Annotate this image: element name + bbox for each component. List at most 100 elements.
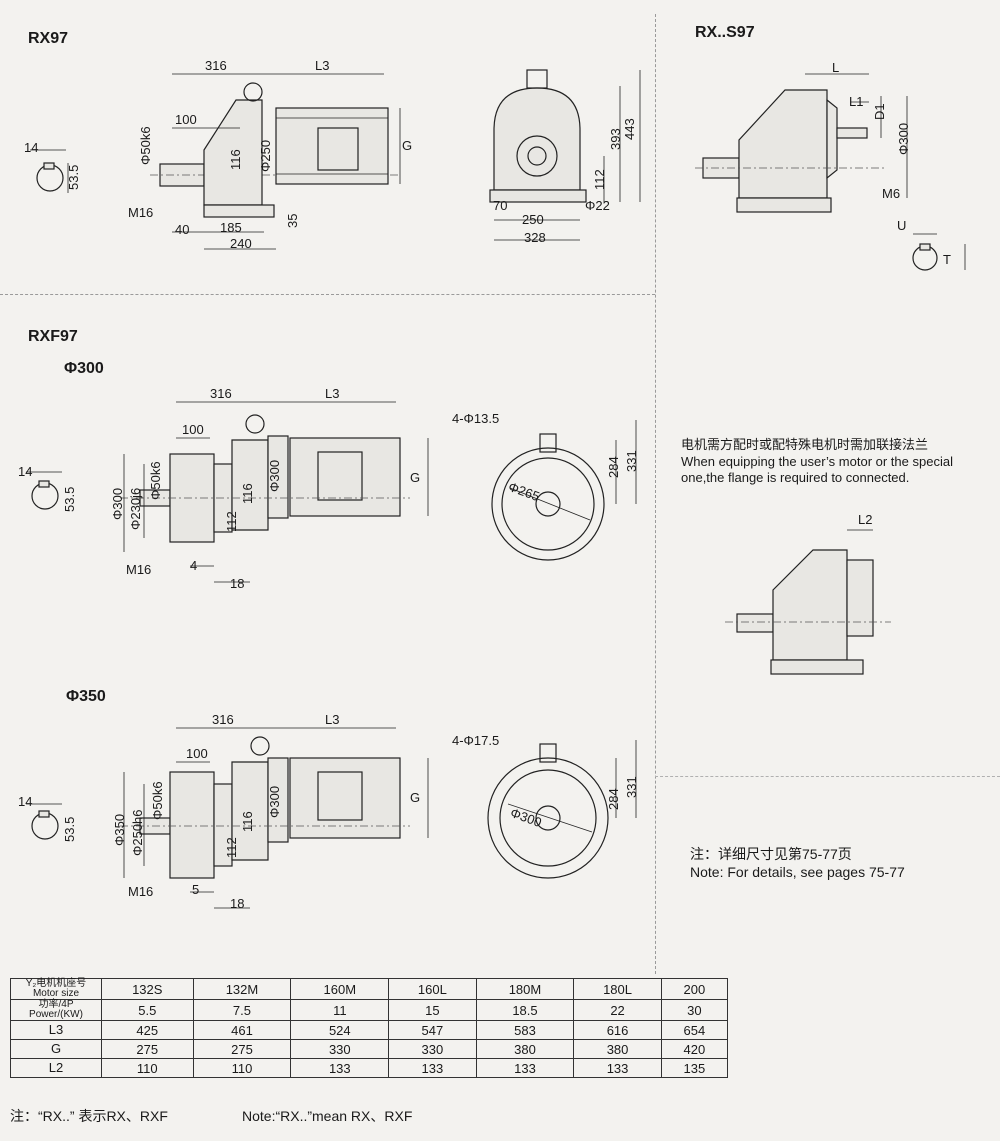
f350-dim-14: 14 [18, 794, 33, 809]
dim-443: 443 [622, 118, 637, 140]
title-phi300: Φ300 [64, 360, 104, 377]
table-cell: 160L [388, 978, 477, 1000]
f300-dim-14: 14 [18, 464, 33, 479]
dim-14: 14 [24, 140, 39, 155]
dim-g: G [402, 138, 413, 153]
flange-drawing [725, 529, 891, 675]
f300-holes: 4-Φ13.5 [452, 411, 500, 426]
f300-dim-230j6: Φ230j6 [128, 487, 143, 530]
f350-dim-284: 284 [606, 788, 621, 810]
horizontal-divider [0, 294, 655, 295]
dim-m6: M6 [882, 186, 901, 201]
table-cell: 583 [475, 1020, 575, 1040]
table-cell: 461 [192, 1020, 292, 1040]
dim-185: 185 [220, 220, 242, 235]
f350-dim-116: 116 [240, 811, 255, 832]
dim-240: 240 [230, 236, 252, 251]
table-cell: 132M [192, 978, 292, 1000]
f300-dim-112: 112 [224, 511, 239, 532]
title-rxs97: RX..S97 [695, 24, 755, 41]
f350-dim-250h6: Φ250h6 [130, 809, 145, 856]
table-cell: 420 [660, 1039, 729, 1059]
table-header: L3 [10, 1020, 102, 1040]
table-cell: 330 [388, 1039, 477, 1059]
title-phi350: Φ350 [66, 688, 106, 705]
dim-u: U [897, 218, 907, 233]
flange-note-cn: 电机需方配时或配特殊电机时需加联接法兰 [681, 437, 929, 452]
dim-100: 100 [175, 112, 197, 127]
f350-dim-53-5: 53.5 [62, 816, 77, 842]
table-cell: 133 [475, 1058, 575, 1078]
rxf350-drawing [26, 727, 637, 909]
f300-dim-284: 284 [606, 456, 621, 478]
details-note-en: Note: For details, see pages 75-77 [690, 864, 905, 880]
table-cell: 547 [388, 1020, 477, 1040]
f300-dim-4: 4 [190, 558, 198, 573]
right-divider [655, 776, 1000, 777]
table-cell: 133 [388, 1058, 477, 1078]
dim-40: 40 [175, 222, 190, 237]
f350-dim-phi350: Φ350 [112, 813, 127, 846]
table-cell: 132S [101, 978, 194, 1000]
f300-dim-316: 316 [210, 386, 232, 401]
dim-22: Φ22 [585, 198, 610, 213]
rxf300-drawing [26, 401, 637, 583]
f350-dim-g: G [410, 790, 421, 805]
dim-t: T [943, 252, 951, 267]
f300-dim-50k6: Φ50k6 [148, 461, 163, 500]
table-cell: 133 [573, 1058, 662, 1078]
table-cell: 425 [101, 1020, 194, 1040]
title-rxf97: RXF97 [28, 328, 78, 345]
table-cell: 15 [388, 999, 477, 1021]
title-rx97: RX97 [28, 30, 69, 47]
table-cell: 524 [290, 1020, 390, 1040]
dim-393: 393 [608, 128, 623, 150]
table-cell: 180L [573, 978, 662, 1000]
f300-dim-53-5: 53.5 [62, 486, 77, 512]
f350-dim-331: 331 [624, 776, 639, 798]
f350-dim-112: 112 [224, 837, 239, 858]
table-header: G [10, 1039, 102, 1059]
table-cell: 5.5 [101, 999, 194, 1021]
f350-dim-phi300b: Φ300 [267, 785, 282, 818]
f300-dim-m16: M16 [126, 562, 152, 577]
flange-note-en2: one,the flange is required to connected. [681, 470, 910, 485]
table-cell: 22 [573, 999, 662, 1021]
footer-note-cn: 注：“RX..” 表示RX、RXF [10, 1108, 168, 1124]
dim-250: Φ250 [258, 139, 273, 172]
dim-53-5: 53.5 [66, 164, 81, 190]
table-cell: 11 [290, 999, 390, 1021]
dim-l1: L1 [849, 94, 864, 109]
table-cell: 110 [101, 1058, 194, 1078]
f350-dim-18: 18 [230, 896, 245, 911]
table-cell: 7.5 [192, 999, 292, 1021]
table-cell: 275 [192, 1039, 292, 1059]
dim-250b: 250 [522, 212, 544, 227]
dim-phi300: Φ300 [896, 122, 911, 155]
dim-35: 35 [285, 213, 300, 228]
dim-116: 116 [228, 149, 243, 170]
table-cell: 133 [290, 1058, 390, 1078]
f300-dim-100: 100 [182, 422, 204, 437]
table-cell: 30 [660, 999, 729, 1021]
flange-dim-l2: L2 [858, 512, 873, 527]
f300-dim-18: 18 [230, 576, 245, 591]
f350-dim-l3: L3 [325, 712, 340, 727]
dim-112: 112 [592, 169, 607, 190]
f300-dim-phi300: Φ300 [110, 487, 125, 520]
f350-dim-5: 5 [192, 882, 200, 897]
f350-dim-50k6: Φ50k6 [150, 781, 165, 820]
f300-dim-116: 116 [240, 483, 255, 504]
f350-dim-100: 100 [186, 746, 208, 761]
f300-dim-phi300b: Φ300 [267, 459, 282, 492]
f350-dim-316: 316 [212, 712, 234, 727]
dim-316: 316 [205, 58, 227, 73]
table-cell: 200 [660, 978, 729, 1000]
rx97-drawing [30, 69, 641, 250]
rxs97-drawing [695, 73, 966, 271]
dim-l: L [832, 60, 840, 75]
